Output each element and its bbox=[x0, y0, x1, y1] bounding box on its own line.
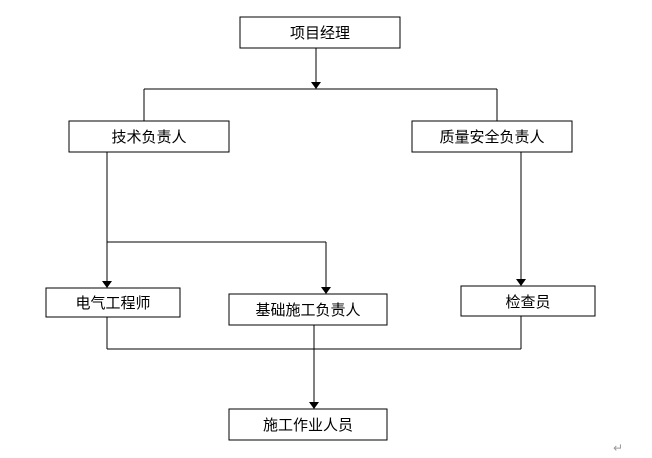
node-quality-safety-lead-box bbox=[411, 120, 573, 153]
connectors bbox=[102, 48, 526, 409]
node-electrical-engineer: 电气工程师 bbox=[45, 287, 181, 318]
node-technical-lead: 技术负责人 bbox=[68, 120, 230, 153]
node-foundation-lead-label: 基础施工负责人 bbox=[255, 301, 360, 319]
node-foundation-lead: 基础施工负责人 bbox=[228, 293, 388, 326]
node-technical-lead-label: 技术负责人 bbox=[111, 128, 186, 146]
node-construction-workers-box bbox=[228, 408, 388, 441]
node-construction-workers-label: 施工作业人员 bbox=[263, 416, 353, 434]
node-project-manager-label: 项目经理 bbox=[290, 24, 350, 42]
node-inspector-label: 检查员 bbox=[505, 293, 550, 311]
node-project-manager: 项目经理 bbox=[239, 16, 401, 49]
arrowhead-pm bbox=[311, 82, 321, 89]
arrowhead-inspector bbox=[516, 279, 526, 286]
arrowhead-workers bbox=[309, 402, 319, 409]
node-technical-lead-box bbox=[68, 120, 230, 153]
node-quality-safety-lead: 质量安全负责人 bbox=[411, 120, 573, 153]
node-project-manager-box bbox=[239, 16, 401, 49]
node-inspector-box bbox=[460, 285, 596, 317]
node-construction-workers: 施工作业人员 bbox=[228, 408, 388, 441]
node-quality-safety-lead-label: 质量安全负责人 bbox=[439, 128, 544, 146]
node-inspector: 检查员 bbox=[460, 285, 596, 317]
node-foundation-lead-box bbox=[228, 293, 388, 326]
arrowhead-electrical bbox=[102, 281, 112, 288]
paragraph-mark: ↵ bbox=[613, 441, 623, 455]
arrowhead-foundation bbox=[321, 287, 331, 294]
node-electrical-engineer-box bbox=[45, 287, 181, 318]
node-electrical-engineer-label: 电气工程师 bbox=[75, 294, 150, 312]
